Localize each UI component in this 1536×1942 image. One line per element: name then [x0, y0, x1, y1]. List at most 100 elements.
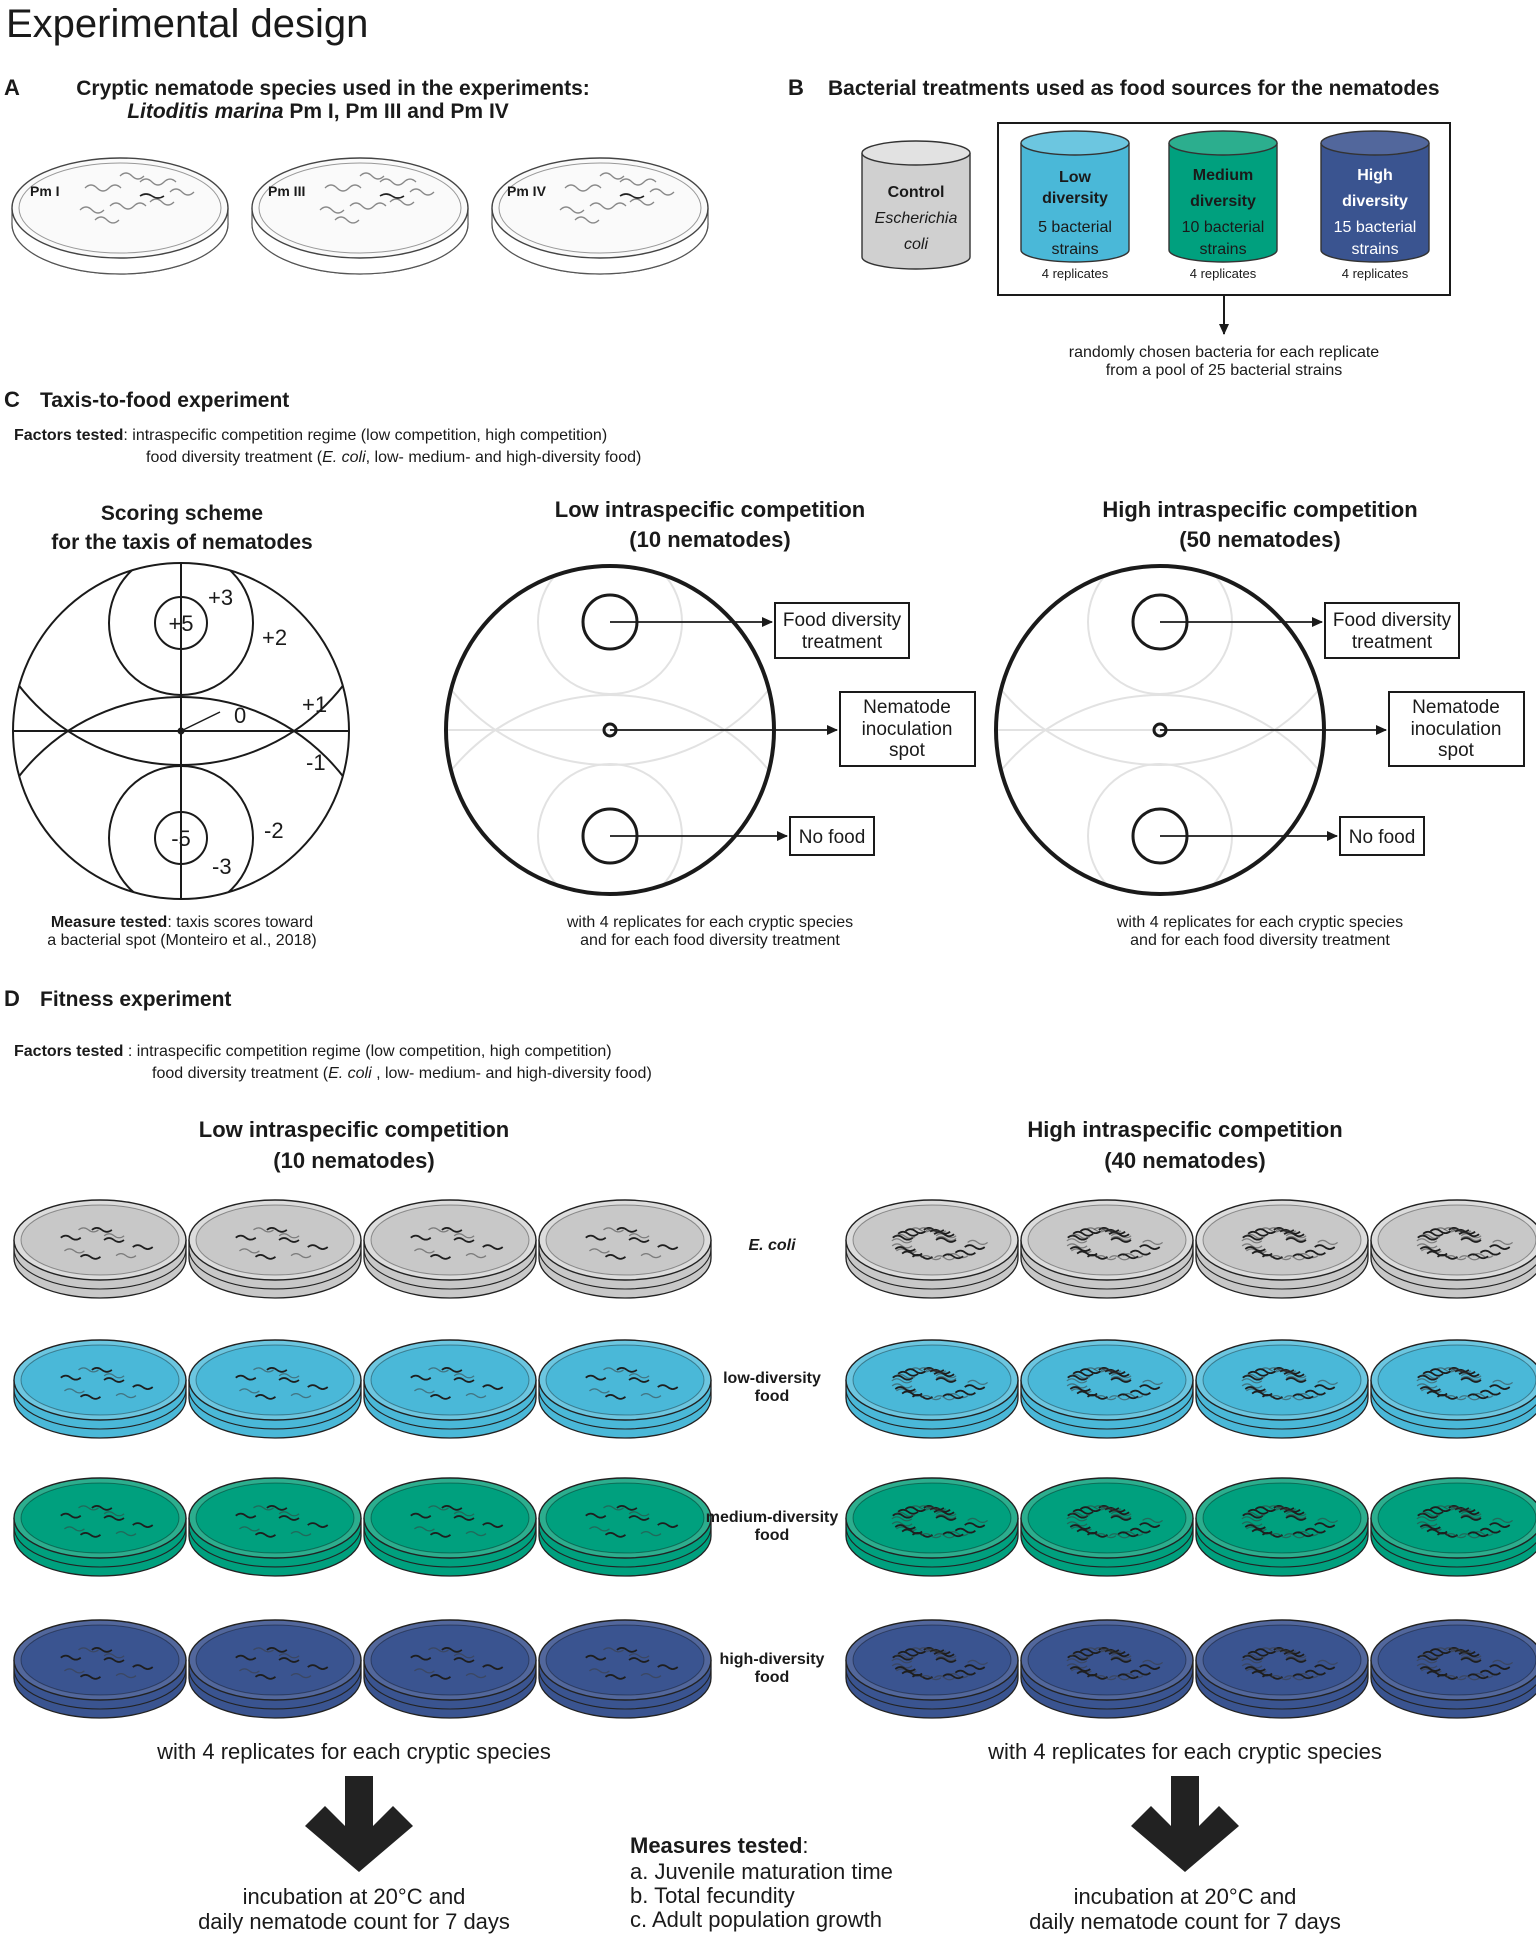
treatment-strains: 15 bacterial: [1334, 219, 1417, 236]
section-a-letter: A: [4, 75, 20, 100]
section-c-factors: Factors tested: intraspecific competitio…: [14, 427, 607, 444]
row-label-low: low-diversity: [723, 1370, 821, 1387]
food-label: Food diversity: [1333, 610, 1452, 631]
taxis-plate-low: Food diversity treatment Nematode inocul…: [444, 564, 976, 896]
culture-dish: [845, 1199, 1019, 1299]
measure-item: b. Total fecundity: [630, 1883, 795, 1908]
treatment-replicates: 4 replicates: [1042, 266, 1109, 281]
row-label-medium: medium-diversity: [706, 1509, 839, 1526]
species-dish-pm3: Pm III: [251, 157, 469, 275]
culture-dish: [538, 1339, 712, 1439]
taxis-high-subtitle: (50 nematodes): [1179, 527, 1340, 552]
no-food-label: No food: [799, 827, 866, 848]
no-food-label: No food: [1349, 827, 1416, 848]
pool-note: randomly chosen bacteria for each replic…: [1069, 344, 1379, 361]
culture-dish: [188, 1477, 362, 1577]
culture-dish: [188, 1339, 362, 1439]
fitness-low-subtitle: (10 nematodes): [273, 1148, 434, 1173]
scoring-title: Scoring scheme: [101, 502, 263, 525]
section-d: D Fitness experiment Factors tested : in…: [4, 986, 1536, 1934]
taxis-low-replicates: with 4 replicates for each cryptic speci…: [566, 914, 853, 931]
section-b-title: Bacterial treatments used as food source…: [828, 77, 1440, 100]
section-c-factors-2: food diversity treatment (E. coli, low- …: [146, 449, 641, 466]
treatment-strains-2: strains: [1351, 241, 1398, 258]
culture-dish: [538, 1199, 712, 1299]
figure-title: Experimental design: [6, 2, 368, 46]
culture-dish: [1020, 1619, 1194, 1719]
culture-dish: [1020, 1477, 1194, 1577]
score-plus5: +5: [168, 611, 193, 636]
treatment-replicates: 4 replicates: [1342, 266, 1409, 281]
culture-dish: [1020, 1199, 1194, 1299]
treatment-strains-2: strains: [1199, 241, 1246, 258]
row-label-high: high-diversity: [720, 1651, 825, 1668]
score-minus2: -2: [264, 818, 284, 843]
score-plus2: +2: [262, 625, 287, 650]
culture-dish: [1195, 1199, 1369, 1299]
section-a: A Cryptic nematode species used in the e…: [4, 75, 709, 275]
taxis-low-title: Low intraspecific competition: [555, 497, 865, 522]
culture-dish: [13, 1339, 187, 1439]
species-dish-pm1: Pm I: [11, 157, 229, 275]
taxis-plate-high: Food diversity treatment Nematode inocul…: [994, 564, 1525, 896]
score-plus1: +1: [302, 692, 327, 717]
incubation-low-2: daily nematode count for 7 days: [198, 1909, 510, 1934]
species-strains: Pm I, Pm III and Pm IV: [289, 100, 508, 123]
species-dish-pm4: Pm IV: [491, 157, 709, 275]
score-minus3: -3: [212, 854, 232, 879]
section-a-title: Cryptic nematode species used in the exp…: [76, 77, 590, 100]
culture-dish: [363, 1339, 537, 1439]
treatment-strains-2: strains: [1051, 241, 1098, 258]
culture-dish: [1020, 1339, 1194, 1439]
cylinder-high-diversity: High diversity 15 bacterial strains 4 re…: [1320, 130, 1430, 281]
section-d-factors-2: food diversity treatment (E. coli , low-…: [152, 1065, 652, 1082]
treatment-label: Low: [1059, 169, 1092, 186]
incubation-low: incubation at 20°C and: [243, 1884, 466, 1909]
measures-title: Measures tested:: [630, 1833, 809, 1858]
fitness-high-title: High intraspecific competition: [1027, 1117, 1342, 1142]
food-label-2: treatment: [802, 632, 883, 653]
measure-tested: Measure tested: taxis scores toward: [51, 914, 313, 931]
measure-item: c. Adult population growth: [630, 1907, 882, 1932]
row-label-low-2: food: [755, 1388, 790, 1405]
fitness-high-replicates: with 4 replicates for each cryptic speci…: [987, 1739, 1382, 1764]
culture-dish: [1370, 1339, 1536, 1439]
factors-label: Factors tested: [14, 427, 123, 444]
culture-dish: [363, 1477, 537, 1577]
control-label: Control: [888, 184, 945, 201]
culture-dish: [538, 1619, 712, 1719]
taxis-high-replicates: with 4 replicates for each cryptic speci…: [1116, 914, 1403, 931]
culture-dish: [188, 1619, 362, 1719]
incubation-high: incubation at 20°C and: [1074, 1884, 1297, 1909]
treatment-label-2: diversity: [1042, 190, 1108, 207]
score-minus5: -5: [171, 826, 191, 851]
culture-dish: [538, 1477, 712, 1577]
treatment-label-2: diversity: [1190, 193, 1256, 210]
culture-dish: [1195, 1619, 1369, 1719]
control-organism: Escherichia: [875, 210, 958, 227]
down-arrow-icon: [1131, 1776, 1239, 1872]
inoculation-label-2: inoculation: [862, 719, 953, 740]
culture-dish: [13, 1477, 187, 1577]
fitness-low-replicates: with 4 replicates for each cryptic speci…: [156, 1739, 551, 1764]
fitness-high-subtitle: (40 nematodes): [1104, 1148, 1265, 1173]
inoculation-label: Nematode: [863, 697, 951, 718]
score-plus3: +3: [208, 585, 233, 610]
taxis-low-subtitle: (10 nematodes): [629, 527, 790, 552]
pool-note-2: from a pool of 25 bacterial strains: [1106, 362, 1343, 379]
section-c: C Taxis-to-food experiment Factors teste…: [4, 387, 1525, 949]
taxis-high-replicates-2: and for each food diversity treatment: [1130, 932, 1390, 949]
fitness-dish-grid: [13, 1199, 1536, 1719]
culture-dish: [1370, 1199, 1536, 1299]
culture-dish: [1195, 1339, 1369, 1439]
section-a-title-line2: Litoditis marina Pm I, Pm III and Pm IV: [127, 100, 509, 123]
section-c-title: Taxis-to-food experiment: [40, 389, 289, 412]
section-c-letter: C: [4, 387, 20, 412]
culture-dish: [1370, 1477, 1536, 1577]
taxis-low-replicates-2: and for each food diversity treatment: [580, 932, 840, 949]
scoring-scheme: +5 +3 +2 +1 0 -1 -2 -3 -5: [12, 562, 350, 900]
species-name: Litoditis marina: [127, 100, 284, 123]
treatment-label: High: [1357, 167, 1393, 184]
dish-label: Pm IV: [507, 183, 547, 199]
